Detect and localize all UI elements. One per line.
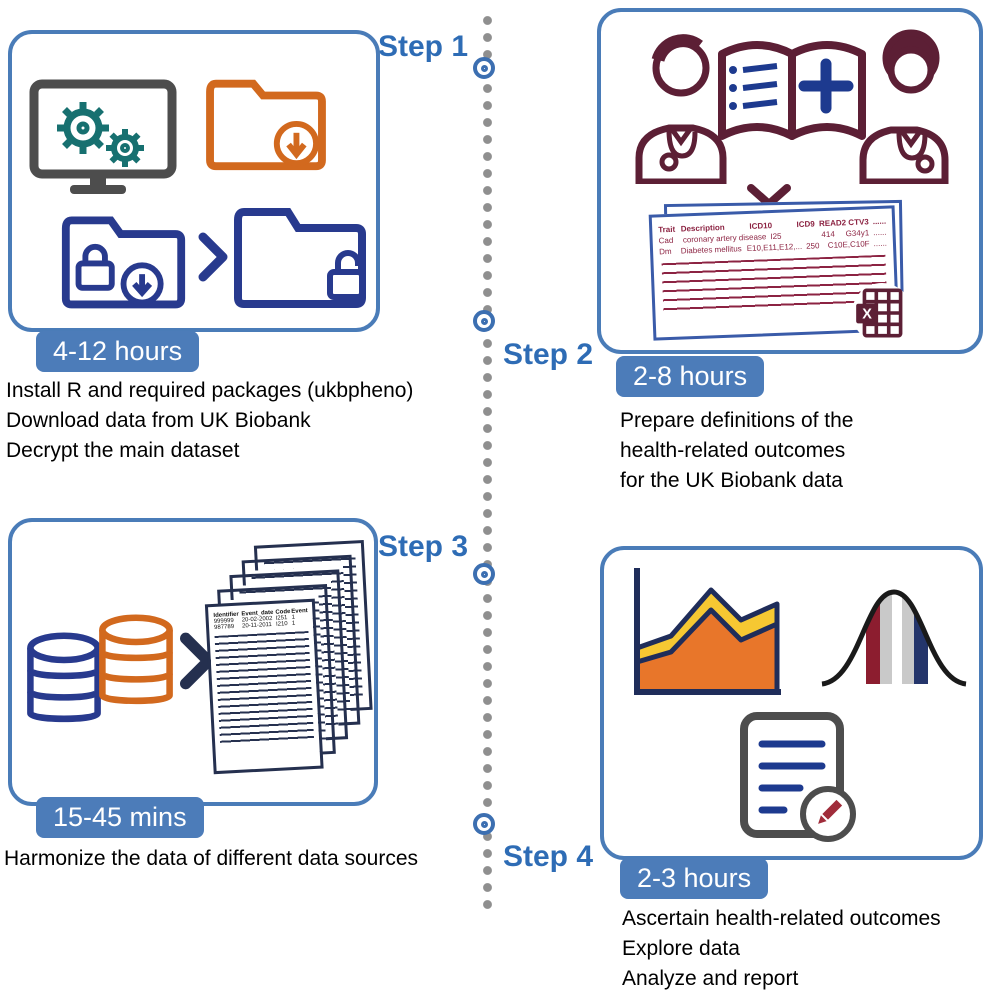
description-line: Decrypt the main dataset	[6, 439, 240, 462]
area-chart-icon	[634, 568, 781, 695]
decrypted-folder-icon	[234, 208, 366, 308]
gear-icon	[106, 129, 144, 167]
open-padlock-icon	[327, 250, 365, 300]
step1-duration-badge: 4-12 hours	[36, 331, 200, 373]
step4-description: Ascertain health-related outcomes Explor…	[622, 904, 941, 994]
step4-label: Step 4	[503, 840, 594, 873]
clinicians-with-book-icon	[635, 29, 949, 184]
svg-text:X: X	[862, 307, 872, 323]
step2-label: Step 2	[503, 338, 594, 371]
clinician-left-icon	[635, 34, 727, 184]
description-line: for the UK Biobank data	[620, 469, 843, 492]
database-blue-icon	[27, 632, 101, 723]
step3-duration-badge: 15-45 mins	[36, 797, 204, 839]
timeline-dotted-line	[483, 12, 492, 915]
description-line: Explore data	[622, 937, 740, 960]
step1-label: Step 1	[377, 30, 468, 63]
step3-description: Harmonize the data of different data sou…	[4, 844, 418, 874]
step2-description: Prepare definitions of the health-relate…	[620, 406, 853, 496]
timeline-node-inner-ring	[480, 64, 488, 72]
step3-label: Step 3	[377, 530, 468, 563]
book-list-icon	[742, 63, 778, 109]
chart-axes	[634, 568, 781, 695]
closed-padlock-icon	[75, 243, 115, 291]
right-chevron-icon	[198, 232, 228, 282]
medical-cross-icon	[798, 58, 854, 114]
stethoscope-disc-icon	[915, 154, 935, 174]
document-text-lines	[758, 740, 826, 814]
event-table-page: Identifier Event_date Code Event 999999 …	[204, 598, 324, 775]
bell-curve-icon	[821, 589, 967, 687]
book-list-bullets-icon	[729, 66, 737, 110]
timeline-node-inner-ring	[480, 820, 488, 828]
description-line: Analyze and report	[622, 967, 799, 990]
description-line: health-related outcomes	[620, 439, 846, 462]
timeline-node-inner-ring	[480, 317, 488, 325]
database-orange-icon	[99, 614, 173, 705]
stethoscope-icon	[666, 129, 698, 159]
stethoscope-icon	[896, 131, 928, 161]
encrypted-folder-download-icon	[61, 216, 186, 309]
step2-duration-badge: 2-8 hours	[616, 356, 765, 398]
stethoscope-disc-icon	[659, 152, 679, 172]
step4-panel	[600, 546, 983, 860]
timeline-node-step3	[473, 563, 495, 585]
description-line: Download data from UK Biobank	[6, 409, 311, 432]
timeline-node-inner-ring	[480, 570, 488, 578]
timeline-node-step2	[473, 310, 495, 332]
step2-panel: Trait Description ICD10 ICD9 READ2 CTV3 …	[597, 8, 983, 354]
excel-icon: X	[852, 283, 912, 343]
step1-panel	[8, 30, 380, 332]
description-line: Prepare definitions of the	[620, 409, 854, 432]
description-line: Ascertain health-related outcomes	[622, 907, 941, 930]
computer-with-gears-icon	[29, 79, 177, 194]
report-document-pencil-icon	[740, 712, 856, 842]
timeline-node-step4	[473, 813, 495, 835]
step1-description: Install R and required packages (ukbphen…	[6, 376, 413, 466]
event-table-more-rows	[214, 631, 315, 744]
download-folder-icon	[206, 79, 326, 171]
clinician-right-icon	[859, 29, 949, 184]
step3-panel: Identifier Event_date Code Event 999999 …	[8, 518, 378, 806]
step4-duration-badge: 2-3 hours	[620, 858, 769, 900]
gear-icon	[57, 102, 109, 154]
description-line: Install R and required packages (ukbphen…	[6, 379, 414, 402]
description-line: Harmonize the data of different data sou…	[4, 847, 419, 870]
timeline-node-step1	[473, 57, 495, 79]
document-stack-icon: Identifier Event_date Code Event 999999 …	[202, 540, 374, 784]
